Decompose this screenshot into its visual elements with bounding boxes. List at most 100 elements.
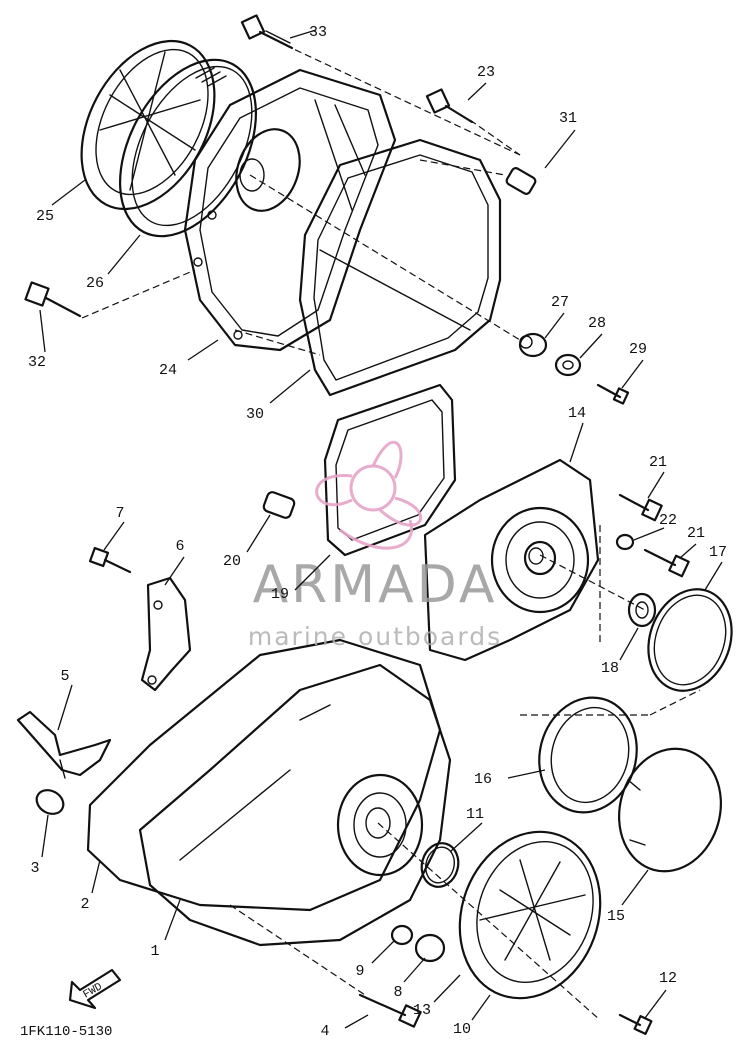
leader-line xyxy=(91,859,101,894)
leader-line xyxy=(289,29,317,39)
leader-line xyxy=(507,769,546,779)
part-label-23: 23 xyxy=(477,64,495,81)
watermark-tagline: marine outboards xyxy=(248,622,502,651)
part-28-washer xyxy=(554,353,582,377)
leader-line xyxy=(269,369,311,404)
part-5-clamp xyxy=(16,710,112,779)
leader-line xyxy=(621,869,649,906)
leader-line xyxy=(633,527,665,541)
part-10-crank-cover xyxy=(458,830,602,1000)
part-4-bolt xyxy=(358,993,422,1028)
part-label-15: 15 xyxy=(607,908,625,925)
part-label-28: 28 xyxy=(588,315,606,332)
part-31-dowel xyxy=(505,167,537,195)
part-label-27: 27 xyxy=(551,294,569,311)
part-label-11: 11 xyxy=(466,806,484,823)
part-15-cap xyxy=(618,747,722,873)
part-3-grommet xyxy=(35,789,65,815)
part-21-bolt-upper xyxy=(618,493,663,522)
part-19-gasket xyxy=(323,383,457,557)
leader-line xyxy=(103,521,125,551)
part-18-oil-seal xyxy=(627,592,657,628)
part-label-19: 19 xyxy=(271,586,289,603)
leader-line xyxy=(187,339,219,361)
part-22-o-ring xyxy=(615,533,635,551)
part-12-screw xyxy=(618,1013,653,1035)
watermark: ARMADA marine outboards xyxy=(248,440,502,651)
part-label-4: 4 xyxy=(320,1023,329,1040)
part-20-dowel xyxy=(262,491,296,519)
part-26-gasket xyxy=(118,58,258,238)
part-label-24: 24 xyxy=(159,362,177,379)
leader-line xyxy=(569,422,584,463)
leader-line xyxy=(164,899,181,941)
part-label-31: 31 xyxy=(559,110,577,127)
part-label-25: 25 xyxy=(36,208,54,225)
part-17-circlip xyxy=(647,588,733,692)
fwd-arrow-label: FWD xyxy=(81,981,104,1001)
watermark-brand: ARMADA xyxy=(253,555,498,615)
leader-line xyxy=(51,179,86,206)
leader-line xyxy=(471,994,491,1021)
leader-line xyxy=(544,129,576,169)
leader-line xyxy=(621,359,644,389)
leader-line xyxy=(294,554,331,591)
part-label-2: 2 xyxy=(80,896,89,913)
part-label-32: 32 xyxy=(28,354,46,371)
part-30-gasket-frame xyxy=(298,138,502,397)
leader-line xyxy=(107,234,141,275)
part-27-collar xyxy=(518,332,548,358)
part-label-10: 10 xyxy=(453,1021,471,1038)
leader-line xyxy=(467,82,487,101)
part-label-3: 3 xyxy=(30,860,39,877)
part-1-left-cover xyxy=(138,663,452,947)
part-label-21: 21 xyxy=(649,454,667,471)
part-2-gasket xyxy=(86,638,442,912)
part-label-30: 30 xyxy=(246,406,264,423)
part-14-clutch-cover xyxy=(423,458,600,662)
part-number-labels: 1234567891011121314151617181920212122232… xyxy=(28,24,727,1040)
leader-line xyxy=(644,989,667,1019)
part-8-plug xyxy=(414,933,446,963)
part-11-o-ring xyxy=(420,842,460,888)
upper-alignment-lines xyxy=(81,44,521,341)
leader-line xyxy=(403,957,426,983)
leader-line xyxy=(344,1014,369,1029)
leader-line xyxy=(544,312,565,339)
part-label-20: 20 xyxy=(223,553,241,570)
part-21-bolt-lower xyxy=(643,548,690,578)
leader-line xyxy=(619,627,639,661)
leader-line xyxy=(679,543,697,559)
part-label-17: 17 xyxy=(709,544,727,561)
document-code: 1FK110-5130 xyxy=(20,1024,112,1040)
leader-line xyxy=(57,684,73,731)
leader-line xyxy=(449,822,483,853)
part-label-13: 13 xyxy=(413,1002,431,1019)
forward-direction-arrow: FWD xyxy=(68,968,122,1010)
part-label-6: 6 xyxy=(175,538,184,555)
part-label-33: 33 xyxy=(309,24,327,41)
watermark-logo-icon xyxy=(315,440,423,550)
leader-line xyxy=(371,939,396,964)
part-label-29: 29 xyxy=(629,341,647,358)
part-16-ring xyxy=(538,696,638,814)
part-label-1: 1 xyxy=(150,943,159,960)
leader-line xyxy=(164,556,185,586)
leader-line xyxy=(39,309,46,353)
leader-line xyxy=(647,471,665,499)
part-33-bolt xyxy=(240,14,294,50)
part-label-9: 9 xyxy=(355,963,364,980)
leader-lines xyxy=(39,29,723,1029)
part-6-bracket xyxy=(140,576,192,692)
leader-line xyxy=(579,333,603,359)
leader-line xyxy=(433,974,461,1003)
leader-line xyxy=(246,514,271,553)
part-29-screw xyxy=(596,383,630,405)
part-label-21: 21 xyxy=(687,525,705,542)
part-label-14: 14 xyxy=(568,405,586,422)
part-label-8: 8 xyxy=(393,984,402,1001)
part-label-7: 7 xyxy=(115,505,124,522)
part-label-12: 12 xyxy=(659,970,677,987)
part-7-bolt xyxy=(88,546,132,574)
